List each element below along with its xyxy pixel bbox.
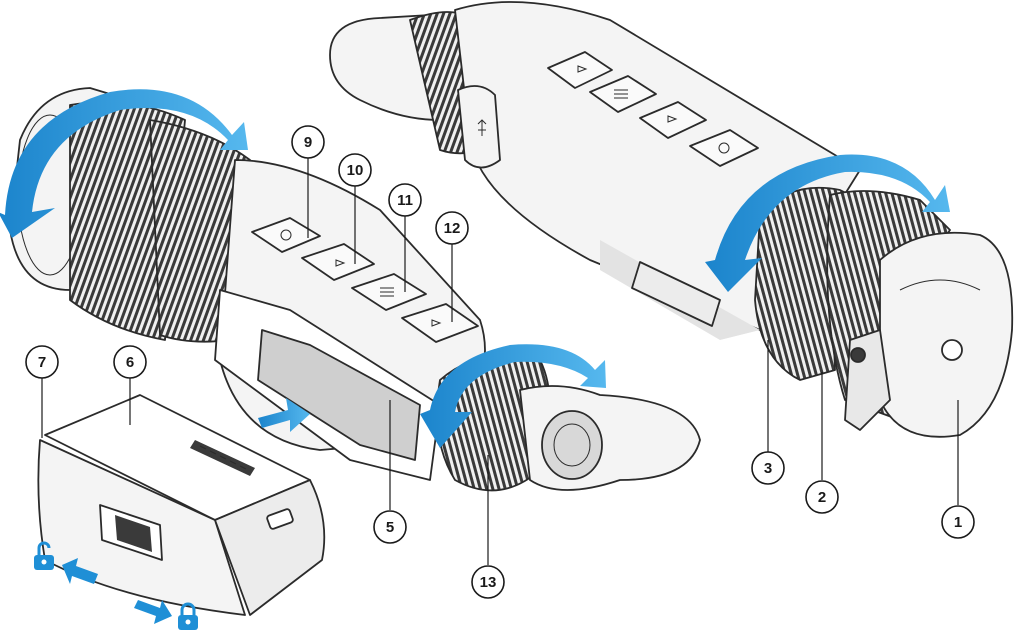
up-button[interactable] <box>301 243 375 281</box>
front-top-rotation-arrow <box>0 89 248 238</box>
rear-rotation-arrow <box>705 154 950 292</box>
callout-2: 2 <box>805 480 839 514</box>
callout-label: 1 <box>954 514 962 531</box>
front-button-row <box>251 217 479 343</box>
battery-usb-port[interactable] <box>266 508 294 530</box>
callout-9: 9 <box>291 125 325 159</box>
callout-label: 7 <box>38 354 46 371</box>
callout-label: 6 <box>126 354 134 371</box>
callout-label: 13 <box>480 574 497 591</box>
front-bottom-rotation-arrow <box>420 344 606 448</box>
rear-button-row <box>547 51 759 167</box>
callout-7: 7 <box>25 345 59 379</box>
callout-3: 3 <box>751 451 785 485</box>
callout-label: 10 <box>347 162 364 179</box>
lock-arrow <box>134 600 172 624</box>
callout-10: 10 <box>338 153 372 187</box>
unlock-arrow <box>62 558 98 584</box>
usb-cover[interactable] <box>457 85 501 169</box>
callout-11: 11 <box>388 183 422 217</box>
rear-button-1[interactable] <box>547 51 613 89</box>
usb-icon <box>477 119 487 136</box>
leader-lines <box>41 158 959 565</box>
callout-label: 2 <box>818 489 826 506</box>
unlock-icon <box>34 541 54 570</box>
battery-end <box>214 479 326 616</box>
rear-device <box>329 1 1014 438</box>
callout-label: 12 <box>444 220 461 237</box>
callout-13: 13 <box>471 565 505 599</box>
rear-label-plate <box>631 261 721 327</box>
power-button[interactable] <box>251 217 321 253</box>
lock-icon <box>178 602 198 630</box>
battery-window <box>257 329 421 461</box>
callout-12: 12 <box>435 211 469 245</box>
callout-5: 5 <box>373 510 407 544</box>
lens-cap[interactable] <box>879 231 1014 438</box>
rear-button-4[interactable] <box>689 129 759 167</box>
callout-label: 9 <box>304 134 312 151</box>
callout-1: 1 <box>941 505 975 539</box>
callout-label: 11 <box>397 192 413 209</box>
battery-insert-arrow <box>258 398 310 432</box>
callout-label: 3 <box>764 460 772 477</box>
front-device <box>9 87 701 492</box>
callout-6: 6 <box>113 345 147 379</box>
callout-label: 5 <box>386 519 394 536</box>
